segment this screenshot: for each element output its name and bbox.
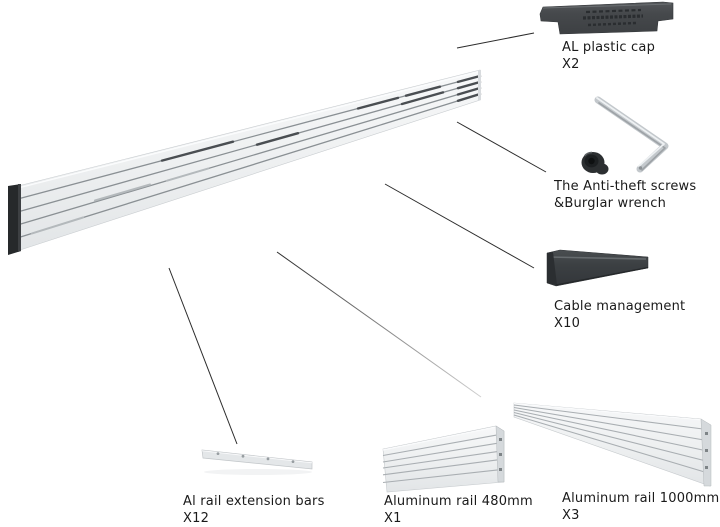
leader-line-bottom-rails [276,251,482,398]
leader-line-cable-mgmt [384,183,535,269]
part-name: The Anti-theft screws [554,179,697,194]
part-name: Aluminum rail 480mm [384,494,533,509]
label-anti-theft-screws: The Anti-theft screws &Burglar wrench [554,178,696,212]
part-name: Al rail extension bars [183,494,325,509]
anti-theft-screw-illustration [581,151,609,175]
main-rail-end-cap [8,184,21,255]
label-aluminum-rail-480mm: Aluminum rail 480mm X1 [384,493,533,527]
burglar-wrench-illustration [594,96,669,173]
part-qty: X12 [183,511,210,526]
part-qty: X10 [554,316,581,331]
label-aluminum-rail-1000mm: Aluminum rail 1000mm X3 [562,490,719,524]
part-qty: X3 [562,508,580,523]
leader-line-plastic-cap [456,32,535,49]
extension-bar-illustration [201,449,313,475]
part-name: Aluminum rail 1000mm [562,491,720,506]
label-al-rail-extension-bars: Al rail extension bars X12 [183,493,325,527]
plastic-cap-illustration [539,1,674,35]
part-name-line2: &Burglar wrench [554,196,667,211]
part-name: AL plastic cap [562,40,656,55]
leader-line-anti-theft [456,121,547,173]
part-qty: X1 [384,511,402,526]
leader-lines [168,32,547,445]
main-rail-illustration [8,69,482,255]
part-name: Cable management [554,299,686,314]
cable-management-illustration [546,249,649,287]
rail-480-illustration [382,425,505,493]
leader-line-extension-bars [168,267,238,445]
part-qty: X2 [562,57,580,72]
label-al-plastic-cap: AL plastic cap X2 [562,39,655,73]
rail-1000-illustration [513,402,712,487]
label-cable-management: Cable management X10 [554,298,685,332]
